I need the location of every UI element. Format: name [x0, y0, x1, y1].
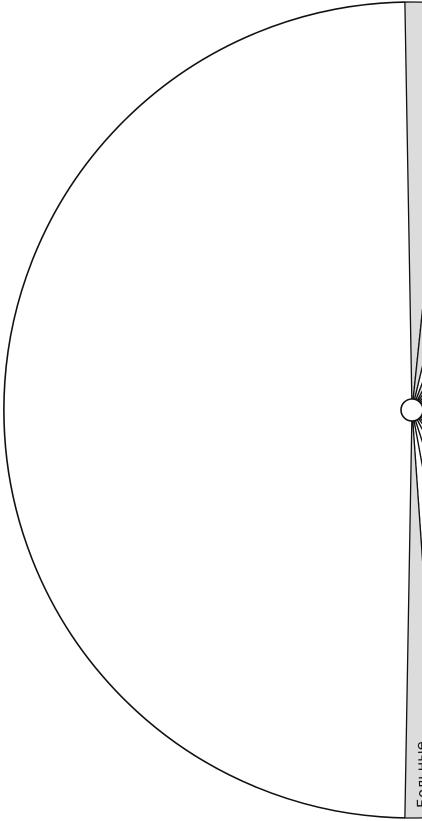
fan-center-hub [400, 398, 422, 422]
fan-segment [404, 409, 422, 819]
fan-segment [411, 365, 422, 411]
fan-segment [404, 1, 422, 411]
fan-outer-rim [3, 1, 405, 819]
fan-segment [411, 308, 422, 411]
segment-label: Больные [414, 741, 422, 808]
segment-label: Эгрегоры [420, 0, 422, 13]
